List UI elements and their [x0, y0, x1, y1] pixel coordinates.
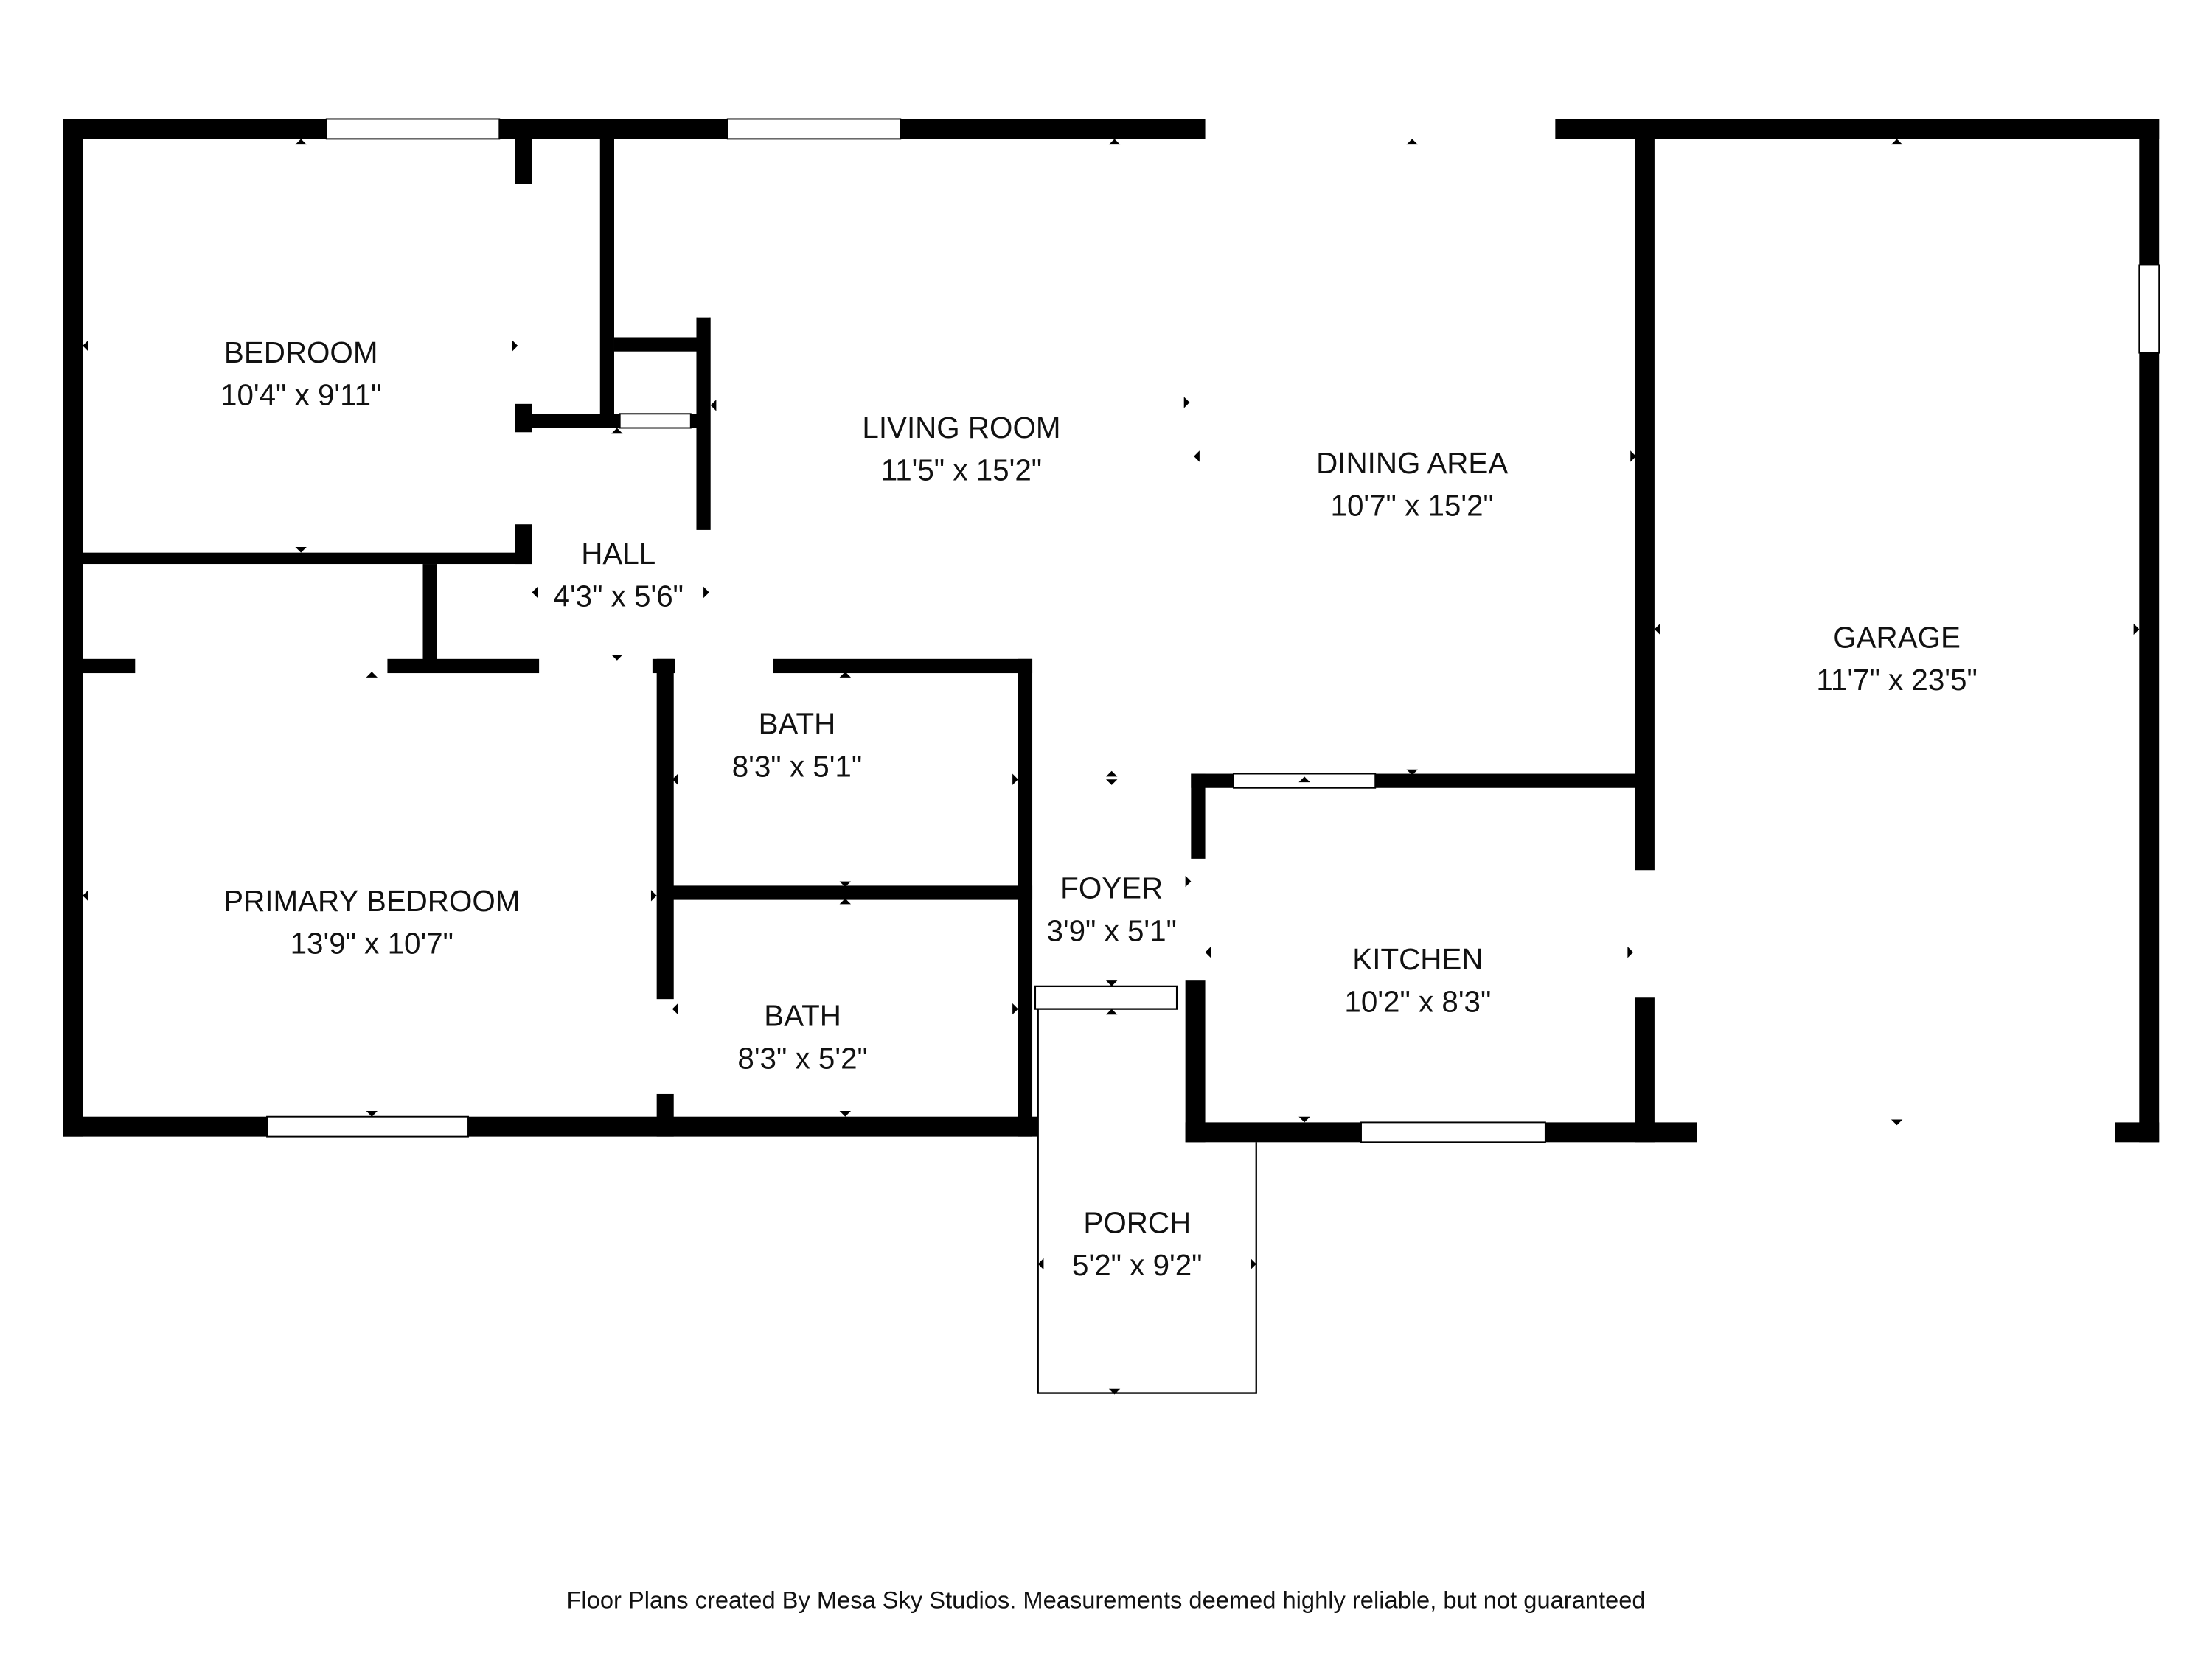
room-name-bath-1: BATH: [759, 707, 836, 741]
room-name-hall: HALL: [581, 537, 655, 571]
room-name-primary-bedroom: PRIMARY BEDROOM: [223, 884, 520, 918]
room-name-bedroom: BEDROOM: [224, 335, 378, 369]
room-labels: BEDROOM 10'4" x 9'11" LIVING ROOM 11'5" …: [220, 335, 1978, 1282]
room-name-living-room: LIVING ROOM: [862, 411, 1060, 445]
room-name-bath-2: BATH: [764, 999, 841, 1033]
room-size-bath-1: 8'3" x 5'1": [732, 749, 862, 783]
room-size-hall: 4'3" x 5'6": [554, 579, 684, 613]
room-size-porch: 5'2" x 9'2": [1072, 1248, 1202, 1282]
porch-outline: [1034, 985, 1257, 1394]
room-name-porch: PORCH: [1083, 1205, 1191, 1239]
room-size-kitchen: 10'2" x 8'3": [1344, 984, 1491, 1018]
room-name-kitchen: KITCHEN: [1352, 942, 1483, 976]
room-size-bath-2: 8'3" x 5'2": [737, 1041, 867, 1075]
room-size-bedroom: 10'4" x 9'11": [220, 378, 381, 412]
room-size-foyer: 3'9" x 5'1": [1046, 913, 1176, 947]
room-name-dining-area: DINING AREA: [1316, 446, 1508, 480]
room-size-dining-area: 10'7" x 15'2": [1331, 489, 1494, 523]
openings: [135, 117, 2160, 1144]
room-size-garage: 11'7" x 23'5": [1816, 663, 1977, 697]
room-size-primary-bedroom: 13'9" x 10'7": [291, 927, 453, 961]
room-name-garage: GARAGE: [1833, 620, 1961, 654]
room-size-living-room: 11'5" x 15'2": [881, 453, 1042, 487]
room-name-foyer: FOYER: [1060, 871, 1163, 905]
footer-disclaimer: Floor Plans created By Mesa Sky Studios.…: [566, 1586, 1645, 1614]
